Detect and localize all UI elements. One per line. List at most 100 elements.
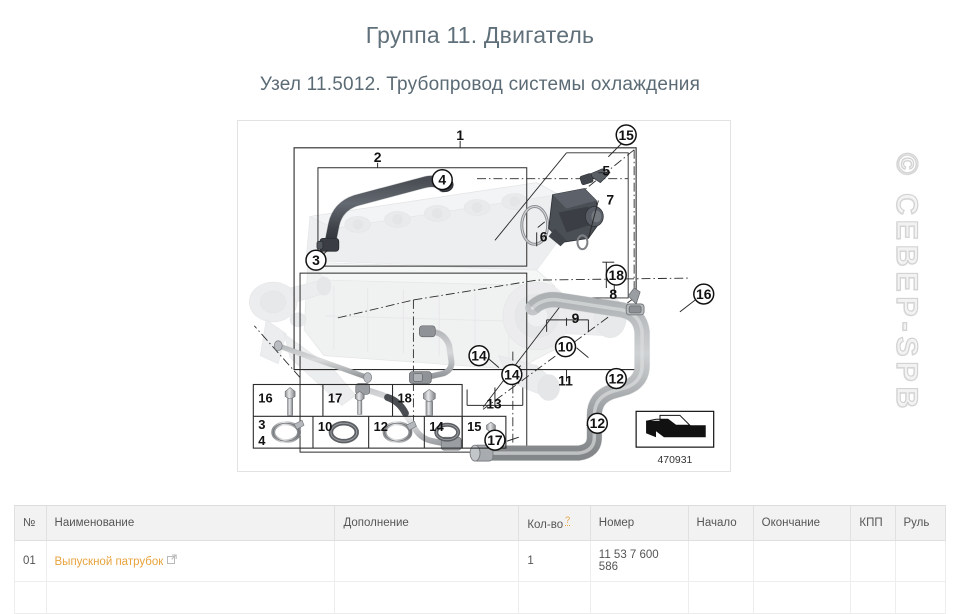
svg-text:17: 17: [487, 432, 503, 448]
part-15-thermostat-housing: [548, 188, 604, 247]
svg-text:12: 12: [590, 415, 606, 431]
svg-text:6: 6: [540, 228, 548, 244]
column-header-num[interactable]: №: [14, 505, 47, 541]
page-subtitle: Узел 11.5012. Трубопровод системы охлажд…: [259, 74, 701, 95]
watermark: © СЕВЕР-SPB: [858, 118, 954, 448]
cell-kpp: [850, 539, 896, 582]
callout-4: 4: [431, 168, 453, 191]
cell-start: [687, 539, 754, 582]
svg-text:15: 15: [618, 127, 634, 143]
callout-10: 10: [554, 336, 577, 358]
group-15-outline: [482, 152, 629, 408]
cell-qty: [518, 580, 591, 614]
svg-text:13: 13: [486, 395, 502, 411]
table-row[interactable]: 01 Выпускной патрубок 1 11 53 7 600 586: [14, 539, 946, 582]
column-header-add[interactable]: Дополнение: [334, 505, 520, 541]
external-link-icon[interactable]: [167, 554, 177, 567]
callout-13: 13: [486, 395, 502, 411]
part-16-main-coolant-hose: [469, 287, 651, 462]
orientation-arrow-box: 470931: [635, 410, 715, 466]
cell-num: [14, 580, 47, 614]
cell-kpp: [850, 580, 896, 614]
svg-text:17: 17: [328, 390, 342, 405]
callout-3: 3: [305, 249, 327, 271]
svg-text:5: 5: [602, 163, 610, 179]
cell-start: [687, 580, 754, 614]
column-header-rul[interactable]: Руль: [894, 505, 946, 541]
svg-text:10: 10: [558, 339, 574, 355]
part-7-o-ring: [576, 234, 589, 251]
svg-text:1: 1: [456, 127, 464, 143]
svg-text:12: 12: [374, 419, 388, 434]
svg-text:16: 16: [696, 286, 712, 302]
svg-text:16: 16: [258, 390, 272, 405]
page-root: Группа 11. Двигатель Узел 11.5012. Трубо…: [14, 22, 954, 614]
callout-18: 18: [605, 264, 627, 286]
svg-text:9: 9: [572, 310, 580, 326]
column-header-kpp[interactable]: КПП: [850, 505, 896, 541]
svg-text:14: 14: [504, 367, 520, 383]
svg-text:4: 4: [258, 433, 266, 448]
cell-add: [334, 580, 520, 614]
svg-text:18: 18: [609, 267, 625, 283]
cell-number: [589, 580, 689, 614]
column-header-qty-label: Кол-во: [527, 518, 564, 531]
callout-5: 5: [602, 163, 610, 179]
cell-rul: [894, 539, 946, 582]
qty-help-icon[interactable]: ?: [565, 515, 571, 526]
callout-14: 14: [468, 344, 490, 367]
watermark-text: © СЕВЕР-SPB: [889, 152, 924, 414]
column-header-number[interactable]: Номер: [589, 505, 689, 541]
cell-name: [45, 580, 336, 614]
svg-text:18: 18: [397, 390, 411, 405]
svg-text:14: 14: [471, 348, 487, 364]
callout-2: 2: [374, 149, 382, 165]
diagram-number: 470931: [657, 455, 692, 466]
callout-11: 11: [558, 372, 573, 388]
part-13-coolant-pipe: [273, 340, 372, 383]
callout-12: 12: [586, 412, 609, 434]
callout-16: 16: [693, 283, 715, 305]
table-row[interactable]: [14, 580, 946, 614]
callout-14: 14: [501, 363, 523, 386]
part-11-lower-hose: [355, 383, 462, 451]
svg-text:2: 2: [374, 149, 382, 165]
svg-text:11: 11: [558, 372, 573, 388]
part-5-temperature-sensor: [579, 168, 609, 186]
part-name-link[interactable]: Выпускной патрубок: [54, 555, 164, 568]
svg-text:3: 3: [258, 417, 265, 432]
callout-7: 7: [606, 192, 614, 208]
callout-1: 1: [456, 127, 464, 143]
svg-text:4: 4: [438, 172, 446, 188]
part-9-vent-line: [409, 325, 455, 384]
parts-table: № Наименование Дополнение Кол-во? Номер …: [14, 505, 946, 614]
callout-17: 17: [484, 429, 506, 451]
svg-text:10: 10: [318, 419, 332, 434]
callout-9: 9: [572, 310, 580, 326]
svg-text:15: 15: [467, 419, 481, 434]
column-header-name[interactable]: Наименование: [45, 505, 336, 541]
engine-ghost-illustration: [248, 182, 627, 406]
cell-number[interactable]: 11 53 7 600 586: [589, 539, 689, 582]
svg-text:12: 12: [609, 371, 625, 387]
diagram-parts-legend: 16 17 18 3 4 10 12 14 15: [252, 383, 507, 449]
page-title: Группа 11. Двигатель: [365, 22, 595, 48]
legend-bolt-icons: [284, 387, 436, 416]
cell-rul: [894, 580, 946, 614]
column-header-qty[interactable]: Кол-во?: [518, 505, 591, 541]
table-header-row: № Наименование Дополнение Кол-во? Номер …: [14, 505, 946, 541]
cell-add: [334, 539, 520, 582]
parts-diagram: 16 17 18 3 4 10 12 14 15 470931 1: [237, 120, 731, 472]
callout-15: 15: [615, 124, 637, 146]
cell-end: [752, 580, 852, 614]
callout-8: 8: [609, 286, 617, 302]
callout-6: 6: [540, 228, 548, 244]
svg-text:14: 14: [429, 419, 444, 434]
part-6-gasket: [520, 205, 550, 246]
column-header-end[interactable]: Окончание: [752, 505, 852, 541]
svg-text:8: 8: [609, 286, 617, 302]
cell-num: 01: [14, 539, 47, 582]
svg-text:3: 3: [312, 252, 320, 268]
column-header-start[interactable]: Начало: [687, 505, 754, 541]
